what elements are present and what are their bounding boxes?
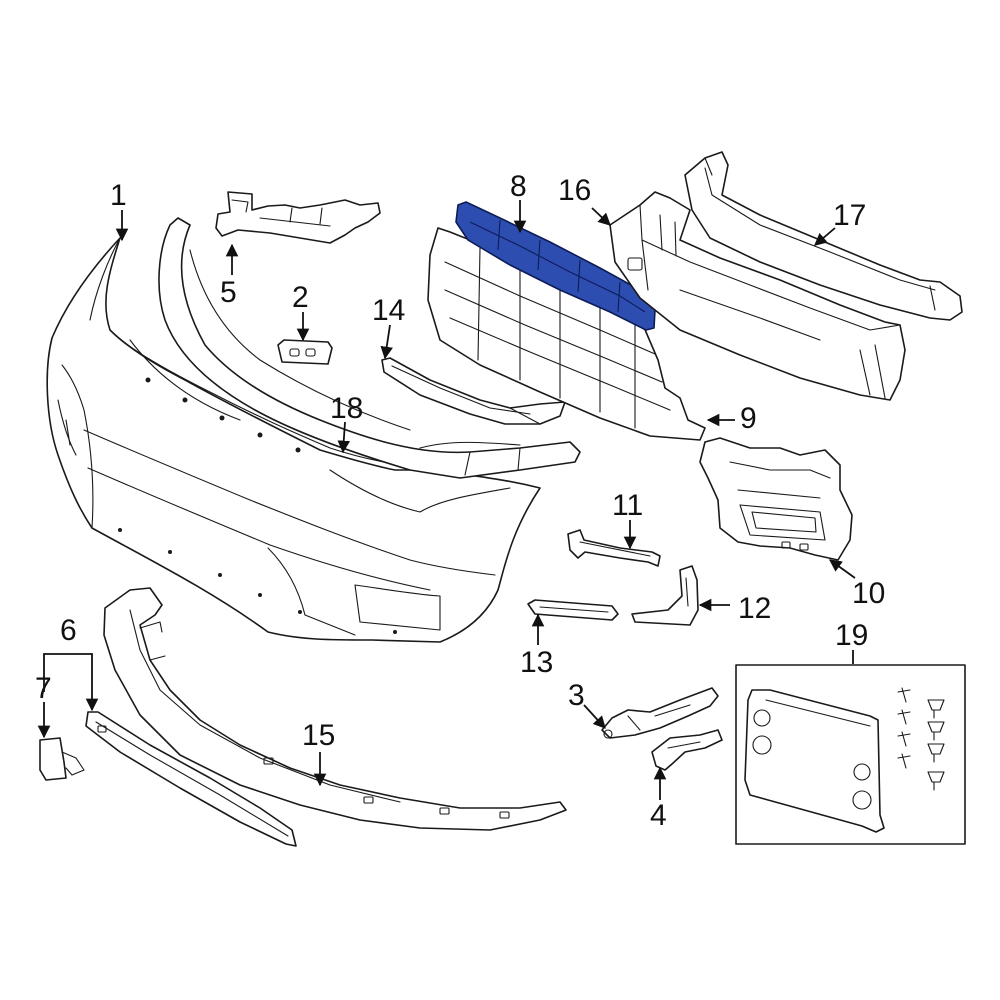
callout-19: 19	[835, 619, 868, 652]
callout-10: 10	[852, 577, 885, 610]
callout-15: 15	[302, 719, 335, 752]
callout-13: 13	[520, 646, 553, 679]
leader-lines	[37, 200, 856, 800]
small-retainer[interactable]	[277, 339, 333, 365]
callout-6: 6	[60, 614, 77, 647]
callout-14: 14	[372, 294, 405, 327]
callout-12: 12	[738, 592, 771, 625]
callout-3: 3	[568, 679, 585, 712]
callout-17: 17	[833, 199, 866, 232]
reinforcement-beam[interactable]	[684, 151, 963, 321]
callout-9: 9	[740, 402, 757, 435]
lower-trim-strip[interactable]	[381, 357, 566, 425]
energy-absorber[interactable]	[609, 191, 906, 401]
callout-18: 18	[330, 392, 363, 425]
lower-side-bracket[interactable]	[651, 729, 723, 771]
fog-lamp-bracket[interactable]	[699, 437, 853, 561]
lower-spoiler[interactable]	[103, 587, 567, 831]
tow-hook-cover[interactable]	[39, 737, 85, 781]
callout-16: 16	[558, 174, 591, 207]
license-bracket-group[interactable]	[735, 664, 966, 845]
grille[interactable]	[427, 227, 706, 441]
callout-8: 8	[510, 170, 527, 203]
callout-5: 5	[220, 276, 237, 309]
small-trim-strip[interactable]	[527, 599, 619, 621]
callout-4: 4	[650, 799, 667, 832]
side-deflector[interactable]	[631, 565, 699, 626]
callout-2: 2	[292, 281, 309, 314]
side-bracket-upper[interactable]	[215, 191, 381, 244]
callout-labels: 1 2 3 4 5 6 7 8 9 10 11 12 13 14 15 16 1…	[35, 170, 885, 832]
bolt-fasteners	[897, 687, 945, 791]
upper-retainer[interactable]	[158, 217, 581, 479]
support-bracket-bar[interactable]	[567, 529, 661, 567]
front-trim-strip[interactable]	[85, 711, 297, 847]
side-spacer[interactable]	[601, 687, 719, 739]
callout-1: 1	[110, 179, 127, 212]
callout-11: 11	[612, 489, 643, 522]
callout-7: 7	[35, 672, 52, 705]
bumper-cover[interactable]	[46, 237, 541, 643]
